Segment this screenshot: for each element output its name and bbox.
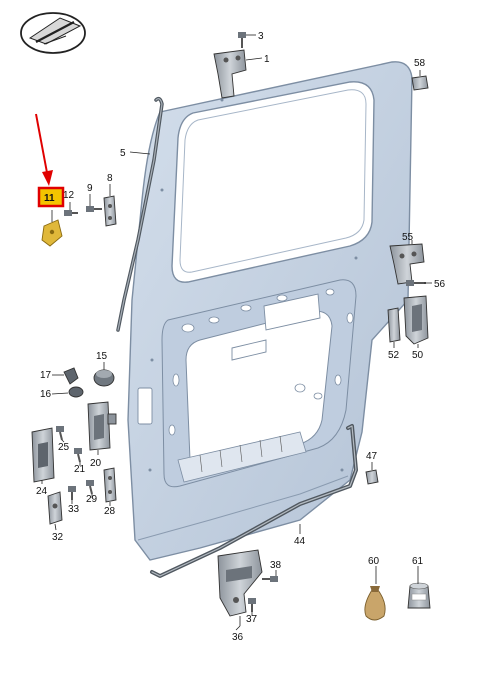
leader-lines <box>41 34 432 631</box>
bolt-part-56[interactable] <box>406 280 426 286</box>
screw-part-29[interactable] <box>86 480 94 495</box>
catalog-logo-icon <box>20 12 86 54</box>
callout-21: 21 <box>74 464 86 475</box>
grease-tin-part-61[interactable] <box>407 582 431 609</box>
callout-50: 50 <box>412 350 424 361</box>
striker-plate-part-8[interactable] <box>103 195 117 227</box>
callout-33: 33 <box>68 504 80 515</box>
highlight-box-part-11[interactable] <box>37 186 65 208</box>
screw-part-33[interactable] <box>68 486 76 500</box>
callout-32: 32 <box>52 532 64 543</box>
callout-47: 47 <box>366 451 378 462</box>
callout-3: 3 <box>258 31 264 42</box>
callout-37: 37 <box>246 614 258 625</box>
striker-part-28[interactable] <box>103 467 117 503</box>
screw-part-25[interactable] <box>56 426 64 441</box>
callout-52: 52 <box>388 350 400 361</box>
plug-part-47[interactable] <box>365 469 379 485</box>
rubber-stop-part-15[interactable] <box>93 369 115 387</box>
callout-25: 25 <box>58 442 70 453</box>
callout-17: 17 <box>40 370 52 381</box>
callout-44: 44 <box>294 536 306 547</box>
bracket-part-52[interactable] <box>387 307 401 343</box>
handle-housing-part-24[interactable] <box>31 427 55 483</box>
callout-9: 9 <box>87 183 93 194</box>
callout-58: 58 <box>414 58 426 69</box>
callout-36: 36 <box>232 632 244 643</box>
highlight-arrow <box>35 113 53 186</box>
cover-part-50[interactable] <box>403 295 429 345</box>
screw-part-12[interactable] <box>64 210 78 216</box>
callout-20: 20 <box>90 458 102 469</box>
door-seal-part-5[interactable] <box>116 96 164 332</box>
door-lock-part-20[interactable] <box>87 401 117 451</box>
plug-part-58[interactable] <box>411 75 429 91</box>
callout-29: 29 <box>86 494 98 505</box>
bolt-part-38[interactable] <box>262 576 278 582</box>
callout-8: 8 <box>107 173 113 184</box>
callout-61: 61 <box>412 556 424 567</box>
callout-24: 24 <box>36 486 48 497</box>
callout-labels: 3 1 58 5 8 9 12 11 55 56 52 50 15 17 16 … <box>36 31 446 643</box>
callout-16: 16 <box>40 389 52 400</box>
screw-part-9[interactable] <box>86 206 102 212</box>
callout-15: 15 <box>96 351 108 362</box>
clip-part-16[interactable] <box>68 386 84 398</box>
callout-5: 5 <box>120 148 126 159</box>
hinge-assembly-part-36[interactable] <box>217 549 263 617</box>
upper-hinge-part-1[interactable] <box>213 49 247 99</box>
screw-part-37[interactable] <box>248 598 256 612</box>
callout-11: 11 <box>44 193 55 204</box>
bottom-seal-part-44[interactable] <box>150 424 358 578</box>
callout-28: 28 <box>104 506 116 517</box>
callout-1: 1 <box>264 54 270 65</box>
callout-56: 56 <box>434 279 446 290</box>
bracket-part-11[interactable] <box>41 219 63 247</box>
callout-55: 55 <box>402 232 414 243</box>
clip-part-17[interactable] <box>63 367 79 385</box>
callout-12: 12 <box>63 190 75 201</box>
grease-bag-part-60[interactable] <box>364 586 386 621</box>
catch-part-32[interactable] <box>47 491 63 525</box>
callout-38: 38 <box>270 560 282 571</box>
bolt-part-3[interactable] <box>238 32 246 48</box>
lower-hinge-part-55[interactable] <box>389 243 425 285</box>
rear-door-shell <box>127 61 413 561</box>
callout-60: 60 <box>368 556 380 567</box>
screw-part-21[interactable] <box>74 448 82 463</box>
